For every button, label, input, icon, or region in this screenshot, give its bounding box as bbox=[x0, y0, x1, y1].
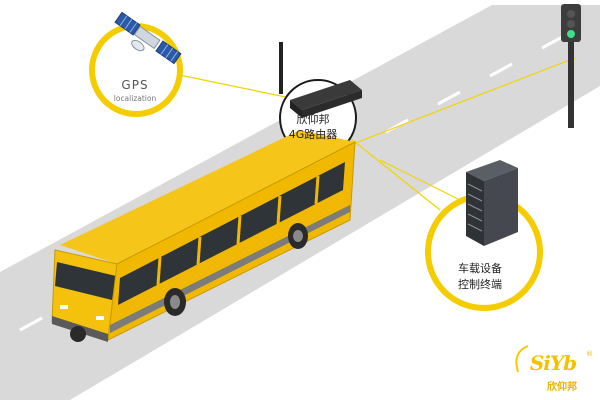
gps-sublabel: localization bbox=[113, 94, 157, 103]
vehicle-terminal-label-line1: 车载设备 bbox=[458, 262, 502, 275]
gps-node bbox=[89, 11, 183, 117]
bus-wheels bbox=[70, 223, 308, 342]
bus-illustration bbox=[51, 130, 356, 342]
server-icon bbox=[466, 160, 518, 246]
router-icon bbox=[279, 42, 362, 118]
brand-registered-mark: ® bbox=[586, 350, 593, 358]
brand-mark: SiYb bbox=[529, 351, 577, 375]
bus-side-windows bbox=[118, 162, 345, 305]
traffic-light-icon bbox=[561, 4, 581, 128]
brand-name: 欣仰邦 bbox=[547, 382, 577, 393]
connector-lines bbox=[164, 57, 576, 211]
bus-front-window bbox=[55, 262, 116, 300]
satellite-icon bbox=[114, 11, 182, 65]
gps-label: GPS bbox=[121, 78, 149, 92]
bus-roof bbox=[60, 130, 355, 264]
router-label-line2: 4G路由器 bbox=[288, 128, 338, 141]
bus-headlights bbox=[60, 305, 104, 320]
vehicle-terminal-node bbox=[425, 160, 543, 311]
vehicle-terminal-label-line2: 控制终端 bbox=[458, 278, 502, 291]
brand-logo bbox=[515, 345, 529, 373]
router-label-line1: 欣仰邦 bbox=[296, 113, 330, 126]
window-dividers bbox=[156, 175, 320, 286]
